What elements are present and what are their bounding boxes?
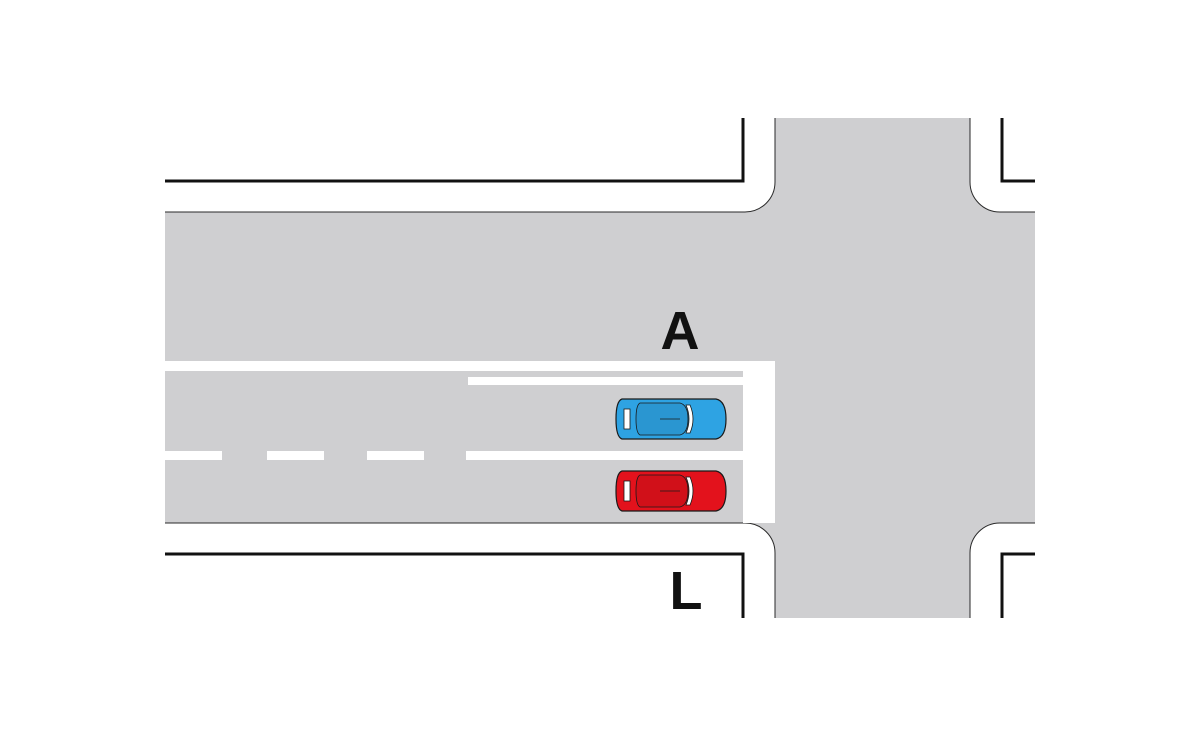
curb-top-left <box>165 118 745 183</box>
label-a: A <box>661 301 700 361</box>
red-car <box>615 470 727 512</box>
dash-line-3 <box>367 451 424 460</box>
solid-lane-line <box>466 451 743 460</box>
dash-line-1 <box>165 451 222 460</box>
blue-car <box>615 398 727 440</box>
road-edges <box>165 118 1035 618</box>
curb-bottom-right <box>1000 552 1035 618</box>
corner-fill-top-left <box>745 182 775 212</box>
curb-bottom-left <box>165 552 745 618</box>
stop-line <box>743 361 775 523</box>
curb-lines <box>165 118 1035 618</box>
label-l: L <box>670 561 703 621</box>
lane-arrow-line <box>468 377 743 385</box>
dash-line-2 <box>267 451 324 460</box>
lane-markings <box>165 361 775 523</box>
vertical-road <box>775 118 970 618</box>
curb-top-right <box>1000 118 1035 183</box>
corner-fill-bottom-right <box>970 523 1000 553</box>
corner-fill-top-right <box>970 182 1000 212</box>
solid-center-line <box>165 361 775 371</box>
corner-fill-bottom-left <box>745 523 775 553</box>
